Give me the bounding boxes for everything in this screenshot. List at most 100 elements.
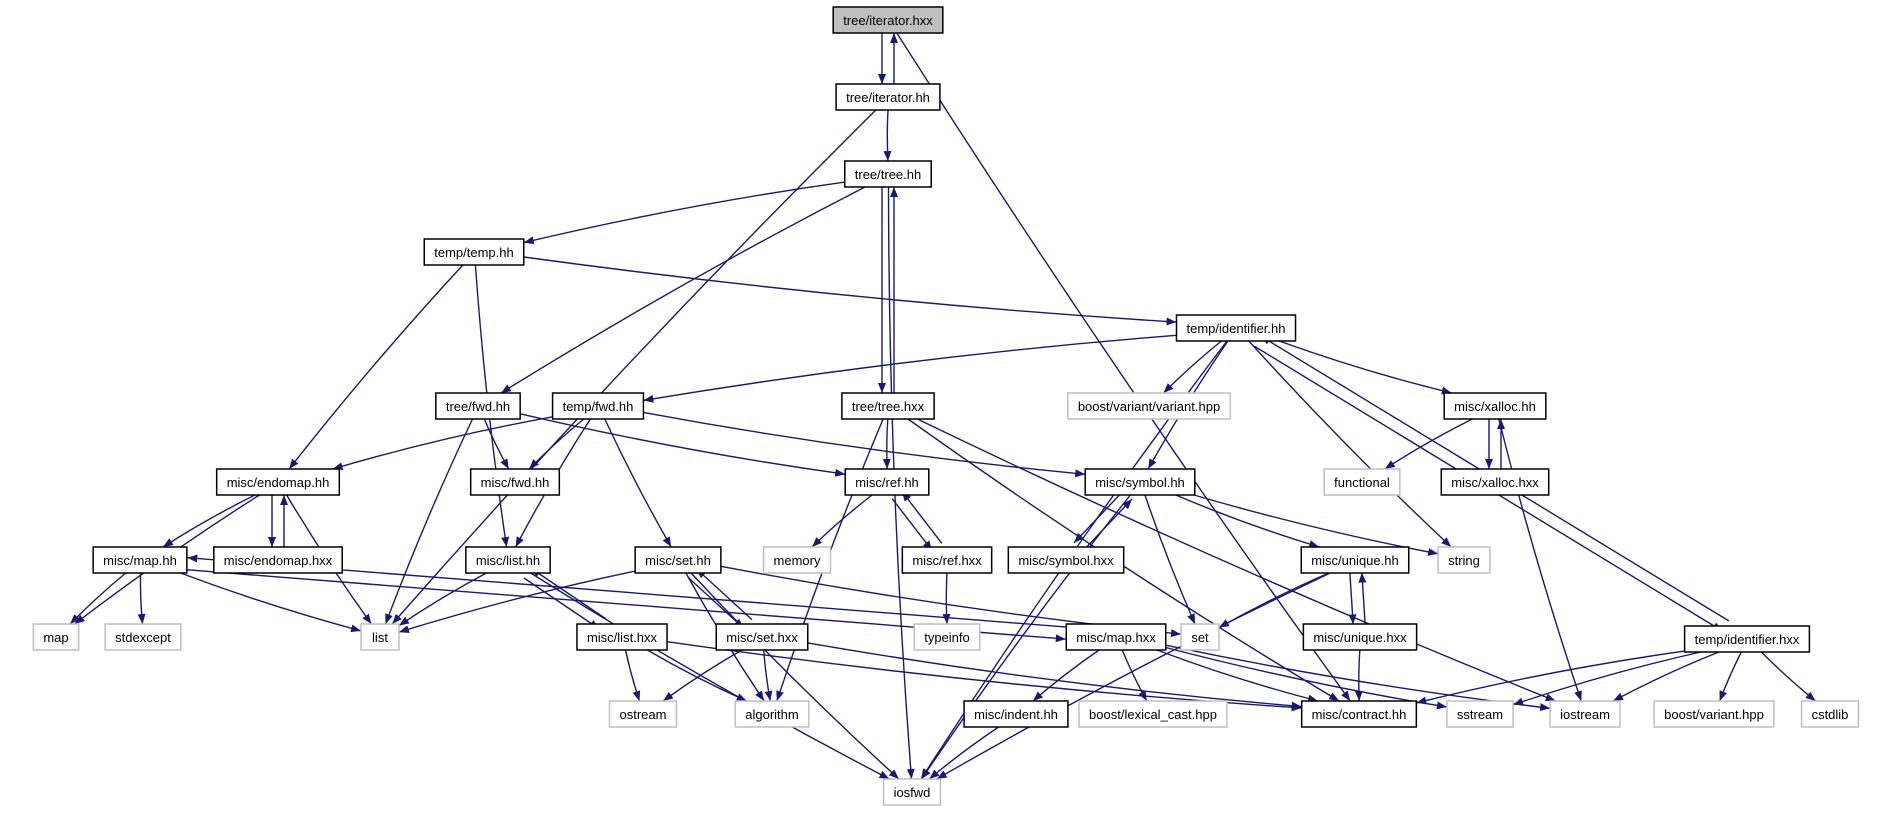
- edge-tree-fwd-to-misc-fwd: [483, 418, 510, 470]
- edge-identifier-hxx-to-iostream: [1612, 651, 1720, 702]
- node-endomap-hxx[interactable]: misc/endomap.hxx: [213, 546, 343, 574]
- node-misc-fwd[interactable]: misc/fwd.hh: [469, 468, 561, 496]
- node-typeinfo: typeinfo: [913, 623, 981, 651]
- node-box: [734, 700, 810, 728]
- edge-list-hh-to-list: [398, 572, 487, 627]
- node-label: misc/set.hh: [645, 553, 711, 568]
- node-identifier-hxx[interactable]: temp/identifier.hxx: [1683, 625, 1811, 653]
- node-label: string: [1448, 553, 1480, 568]
- edge-map-hxx-to-contract-hh: [1156, 649, 1319, 703]
- edge-temp-fwd-to-endomap-hh: [332, 416, 553, 471]
- node-boost-variant: boost/variant.hpp: [1653, 700, 1775, 728]
- edge-identifier-hxx-to-sstream: [1512, 651, 1701, 706]
- node-label: temp/identifier.hxx: [1695, 632, 1800, 647]
- node-label: map: [43, 630, 68, 645]
- node-label: typeinfo: [924, 630, 970, 645]
- node-box: [1653, 700, 1775, 728]
- node-label: misc/ref.hh: [855, 475, 919, 490]
- node-identifier-hh[interactable]: temp/identifier.hh: [1175, 314, 1297, 342]
- edge-list-hxx-to-algorithm: [646, 649, 747, 702]
- edge-unique-hxx-to-contract-hh: [1354, 649, 1363, 702]
- node-symbol-hxx[interactable]: misc/symbol.hxx: [1007, 546, 1125, 574]
- node-box: [913, 623, 981, 651]
- node-temp-fwd[interactable]: temp/fwd.hh: [551, 392, 645, 420]
- node-label: misc/xalloc.hxx: [1451, 475, 1539, 490]
- edge-identifier-hh-to-string: [1248, 340, 1452, 548]
- edge-temp-hh-to-endomap-hh: [288, 264, 464, 470]
- node-box: [841, 392, 935, 420]
- node-box: [835, 83, 941, 111]
- node-box: [762, 546, 832, 574]
- node-unique-hh[interactable]: misc/unique.hh: [1300, 546, 1410, 574]
- node-label: misc/map.hxx: [1076, 630, 1156, 645]
- node-tree-hh[interactable]: tree/tree.hh: [844, 160, 932, 188]
- node-box: [1446, 700, 1514, 728]
- node-box: [1007, 546, 1125, 574]
- edge-layer: [69, 32, 1817, 780]
- node-label: misc/contract.hh: [1312, 707, 1407, 722]
- node-endomap-hh[interactable]: misc/endomap.hh: [215, 468, 341, 496]
- edge-tree-hxx-to-iostream: [917, 418, 1556, 702]
- node-set-hh[interactable]: misc/set.hh: [634, 546, 722, 574]
- node-ref-hh[interactable]: misc/ref.hh: [844, 468, 930, 496]
- edge-tree-hh-to-tree-fwd: [500, 186, 866, 394]
- edge-map-hh-to-stdexcept: [137, 572, 146, 625]
- node-box: [1300, 546, 1410, 574]
- edge-map-hxx-to-indent-hh: [1032, 649, 1100, 702]
- node-xalloc-hxx[interactable]: misc/xalloc.hxx: [1440, 468, 1550, 496]
- node-map-hxx[interactable]: misc/map.hxx: [1065, 623, 1167, 651]
- edge-identifier-hh-to-xalloc-hh: [1278, 340, 1452, 395]
- edge-ref-hxx-to-ref-hh: [901, 490, 943, 544]
- edge-symbol-hh-to-string: [1193, 494, 1439, 556]
- edge-symbol-hh-to-unique-hh: [1175, 494, 1320, 548]
- node-box: [1302, 623, 1418, 651]
- node-temp-hh[interactable]: temp/temp.hh: [423, 238, 525, 266]
- node-label: misc/endomap.hh: [227, 475, 330, 490]
- node-set-hxx[interactable]: misc/set.hxx: [715, 623, 809, 651]
- node-label: misc/unique.hh: [1311, 553, 1398, 568]
- node-label: misc/symbol.hh: [1095, 475, 1185, 490]
- node-algorithm: algorithm: [734, 700, 810, 728]
- node-layer: tree/iterator.hxxtree/iterator.hhtree/tr…: [32, 6, 1860, 806]
- edge-identifier-hh-to-boost-variant-variant: [1163, 340, 1222, 394]
- node-box: [104, 623, 182, 651]
- node-tree-fwd[interactable]: tree/fwd.hh: [435, 392, 521, 420]
- node-box: [1549, 700, 1621, 728]
- node-box: [963, 700, 1069, 728]
- node-box: [1180, 623, 1220, 651]
- node-symbol-hh[interactable]: misc/symbol.hh: [1084, 468, 1196, 496]
- edge-temp-fwd-to-set-hh: [604, 418, 672, 548]
- node-indent-hh[interactable]: misc/indent.hh: [963, 700, 1069, 728]
- node-iterator-hh[interactable]: tree/iterator.hh: [835, 83, 941, 111]
- node-box: [1440, 468, 1550, 496]
- edge-symbol-hh-to-set: [1144, 494, 1196, 625]
- node-list-hh[interactable]: misc/list.hh: [465, 546, 551, 574]
- node-box: [1323, 468, 1401, 496]
- edge-list-hh-to-iosfwd: [530, 572, 890, 780]
- node-list-hxx[interactable]: misc/list.hxx: [576, 623, 668, 651]
- edge-tree-hxx-to-ref-hh: [882, 418, 891, 470]
- node-lexical-cast: boost/lexical_cast.hpp: [1078, 700, 1228, 728]
- node-label: tree/tree.hh: [855, 167, 922, 182]
- node-ref-hxx[interactable]: misc/ref.hxx: [901, 546, 993, 574]
- edge-indent-hh-to-iosfwd: [928, 726, 1000, 780]
- node-box: [715, 623, 809, 651]
- edge-ref-hh-to-ref-hxx: [891, 498, 933, 552]
- node-unique-hxx[interactable]: misc/unique.hxx: [1302, 623, 1418, 651]
- node-box: [901, 546, 993, 574]
- node-box: [1300, 700, 1418, 728]
- node-contract-hh[interactable]: misc/contract.hh: [1300, 700, 1418, 728]
- node-label: boost/variant/variant.hpp: [1078, 399, 1220, 414]
- node-box: [1065, 623, 1167, 651]
- edge-ref-hh-to-memory: [811, 494, 873, 548]
- node-label: cstdlib: [1812, 707, 1849, 722]
- node-xalloc-hh[interactable]: misc/xalloc.hh: [1443, 392, 1547, 420]
- node-label: misc/set.hxx: [726, 630, 798, 645]
- node-label: misc/list.hh: [476, 553, 540, 568]
- node-box: [844, 468, 930, 496]
- node-tree-hxx[interactable]: tree/tree.hxx: [841, 392, 935, 420]
- node-label: misc/endomap.hxx: [224, 553, 333, 568]
- edge-xalloc-hh-to-functional: [1384, 418, 1473, 470]
- edge-set-hxx-to-algorithm: [763, 649, 773, 702]
- node-map-hh[interactable]: misc/map.hh: [92, 546, 188, 574]
